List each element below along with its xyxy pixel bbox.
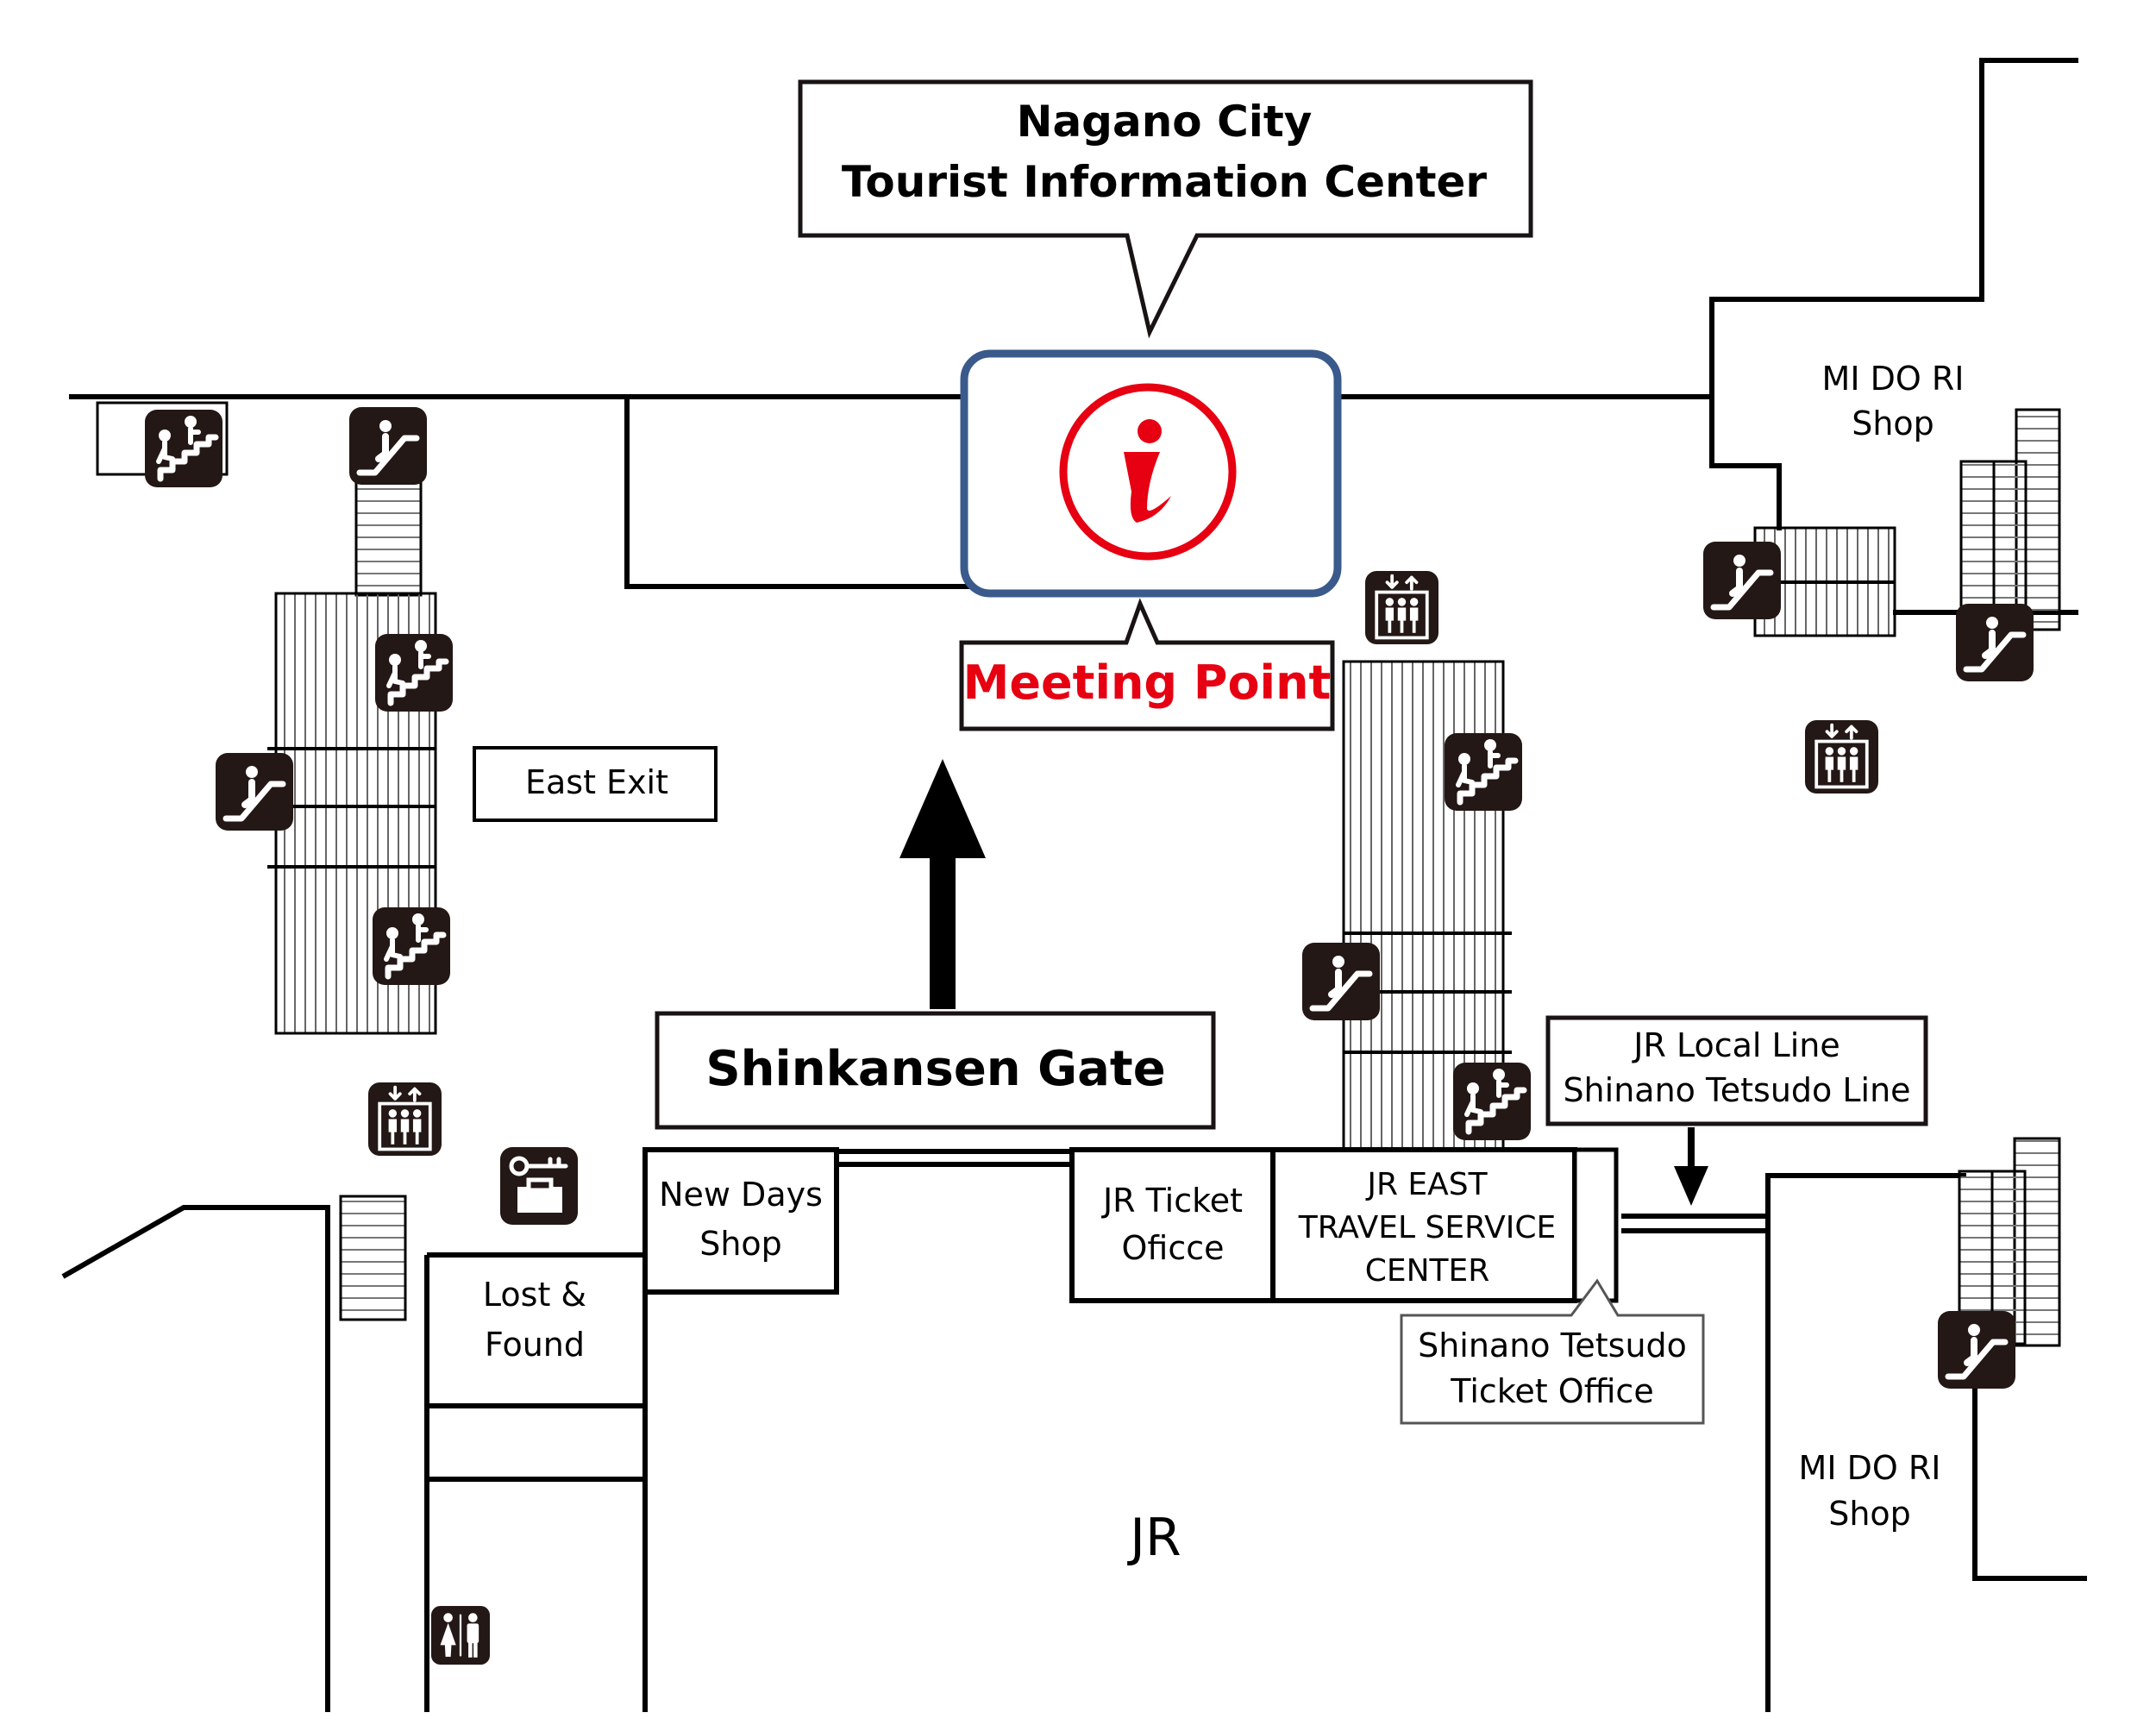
- svg-text:New Days: New Days: [659, 1176, 823, 1214]
- direction-arrow-up: [899, 759, 986, 1009]
- midori-shop-bottom[interactable]: MI DO RI Shop: [1799, 1449, 1941, 1533]
- east-exit[interactable]: East Exit: [473, 746, 718, 822]
- tourist-info-title-line1: Nagano City: [1017, 97, 1313, 147]
- stairs-icon[interactable]: [373, 907, 450, 985]
- stairs-icon[interactable]: [1453, 1063, 1531, 1140]
- tourist-info-center[interactable]: [960, 349, 1342, 598]
- walls: [61, 58, 2087, 1712]
- escalator-icon[interactable]: [1956, 604, 2034, 681]
- restroom-icon[interactable]: [431, 1606, 490, 1665]
- elevator-icon[interactable]: [368, 1082, 442, 1156]
- escalator-icon[interactable]: [1938, 1311, 2015, 1389]
- svg-text:TRAVEL SERVICE: TRAVEL SERVICE: [1298, 1210, 1557, 1245]
- svg-text:Shinano Tetsudo: Shinano Tetsudo: [1418, 1327, 1687, 1364]
- midori-shop-top[interactable]: MI DO RI Shop: [1822, 360, 1965, 442]
- svg-text:Shop: Shop: [1852, 405, 1934, 442]
- stairs-icon[interactable]: [145, 410, 222, 487]
- svg-text:Shop: Shop: [699, 1225, 782, 1263]
- escalator-icon[interactable]: [1703, 542, 1781, 619]
- svg-text:JR EAST: JR EAST: [1365, 1167, 1488, 1202]
- stairs-icon[interactable]: [375, 634, 453, 712]
- direction-arrow-down: [1674, 1127, 1708, 1206]
- jr-area-label: JR: [1126, 1508, 1181, 1568]
- escalator-icon[interactable]: [349, 407, 427, 485]
- tourist-info-callout: Nagano City Tourist Information Center: [798, 79, 1533, 339]
- shinkansen-gate[interactable]: Shinkansen Gate: [655, 1011, 1216, 1130]
- jr-east-travel-service-center[interactable]: JR EAST TRAVEL SERVICE CENTER: [1270, 1147, 1619, 1303]
- lost-and-found[interactable]: Lost & Found: [483, 1276, 586, 1364]
- svg-text:MI DO RI: MI DO RI: [1799, 1449, 1941, 1487]
- tourist-info-title-line2: Tourist Information Center: [842, 157, 1487, 207]
- elevator-icon[interactable]: [1805, 720, 1878, 794]
- escalator-icon[interactable]: [1302, 943, 1380, 1020]
- meeting-point-label: Meeting Point: [959, 598, 1335, 731]
- svg-text:JR Ticket: JR Ticket: [1101, 1182, 1243, 1220]
- svg-text:Meeting Point: Meeting Point: [963, 656, 1332, 710]
- svg-text:East Exit: East Exit: [525, 763, 668, 801]
- svg-text:Found: Found: [485, 1326, 585, 1364]
- svg-text:Shinkansen Gate: Shinkansen Gate: [705, 1041, 1165, 1097]
- svg-text:Shop: Shop: [1828, 1495, 1911, 1533]
- elevator-icon[interactable]: [1365, 571, 1438, 644]
- coin-locker-icon[interactable]: [500, 1147, 578, 1225]
- svg-text:MI DO RI: MI DO RI: [1822, 360, 1965, 398]
- svg-text:Shinano Tetsudo Line: Shinano Tetsudo Line: [1563, 1071, 1910, 1109]
- svg-text:Oficce: Oficce: [1121, 1229, 1224, 1267]
- jr-ticket-office[interactable]: JR Ticket Oficce: [1069, 1147, 1275, 1303]
- stairs-icon[interactable]: [1445, 733, 1522, 811]
- svg-text:Lost &: Lost &: [483, 1276, 586, 1314]
- information-icon: [1059, 383, 1237, 561]
- shinano-tetsudo-ticket-office[interactable]: Shinano Tetsudo Ticket Office: [1400, 1278, 1705, 1425]
- svg-text:CENTER: CENTER: [1365, 1253, 1490, 1289]
- escalator-icon[interactable]: [216, 753, 293, 831]
- new-days-shop[interactable]: New Days Shop: [642, 1147, 839, 1295]
- jr-local-line-sign[interactable]: JR Local Line Shinano Tetsudo Line: [1545, 1015, 1928, 1126]
- svg-text:Ticket Office: Ticket Office: [1450, 1372, 1653, 1410]
- svg-text:JR Local Line: JR Local Line: [1632, 1026, 1839, 1064]
